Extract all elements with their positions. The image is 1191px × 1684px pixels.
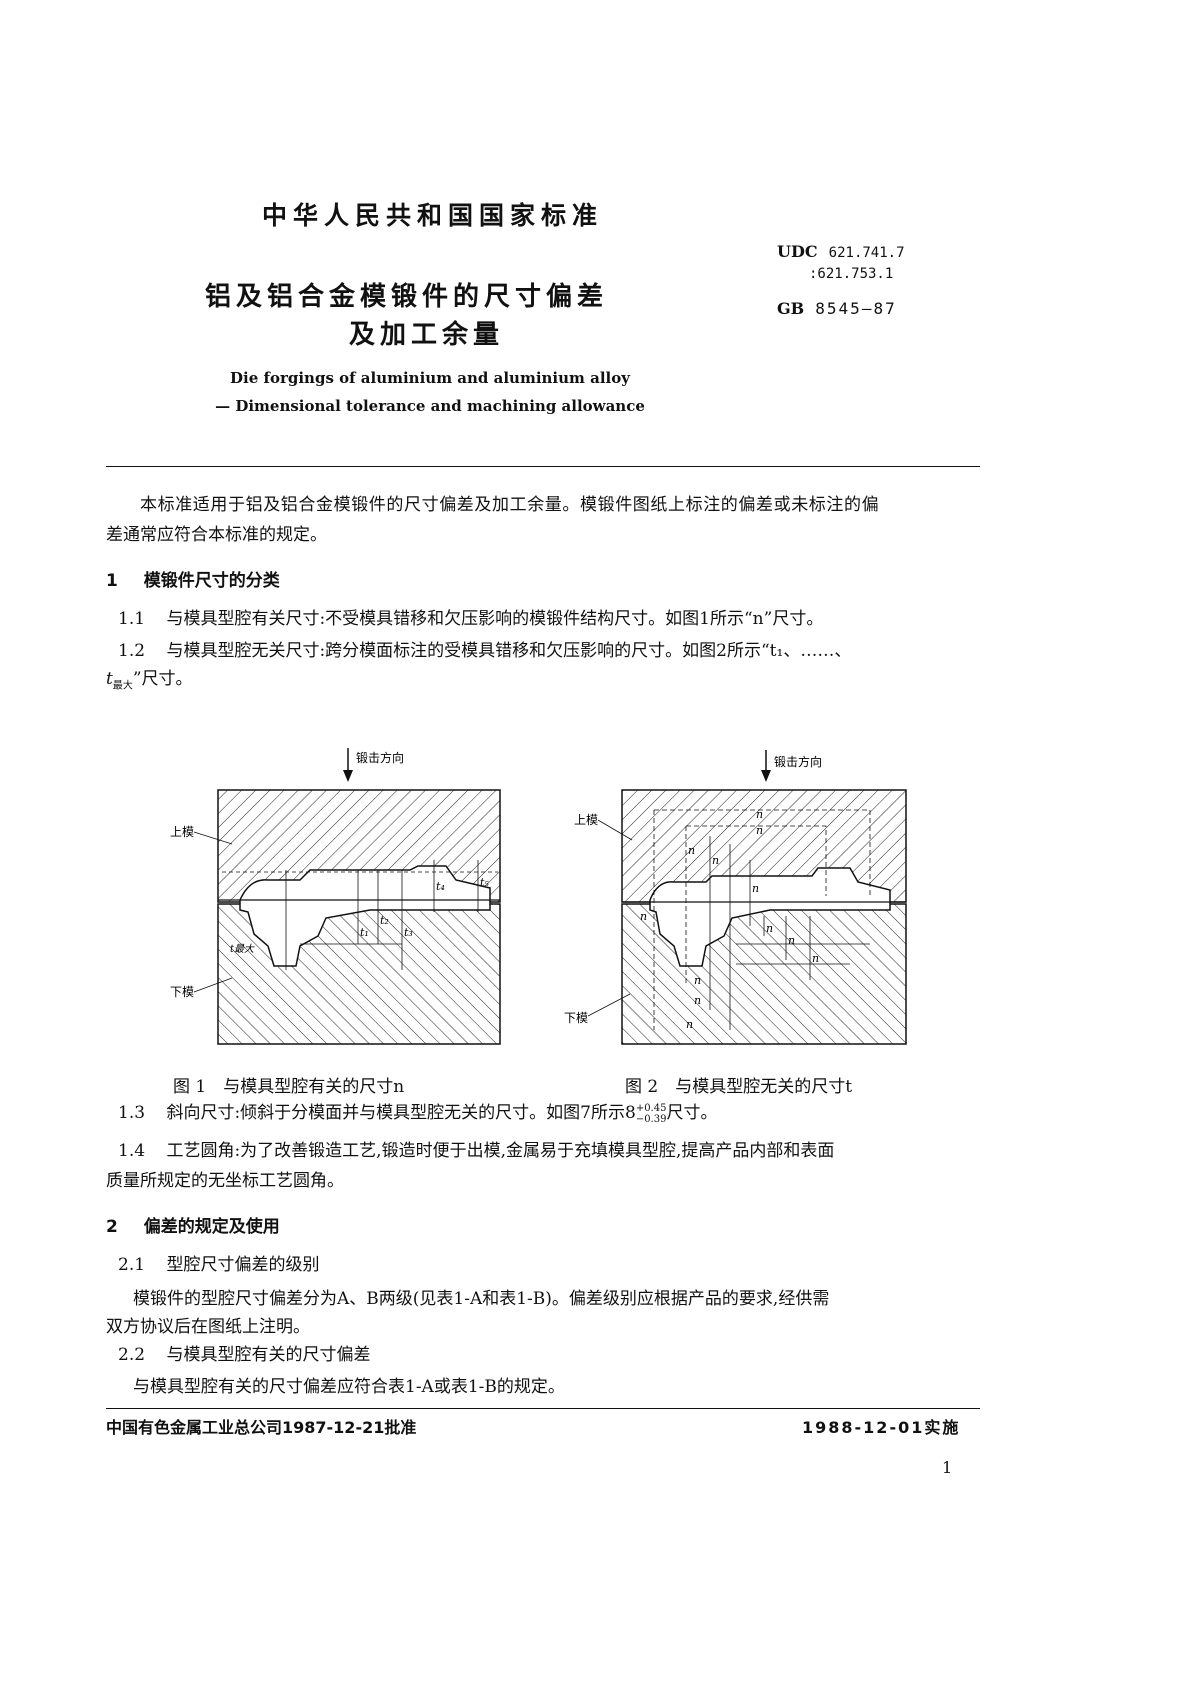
figure-2: 锻击方向 n n n n n n n n n n n n 上模 下模 [564,750,907,1045]
figures-panel: 锻击方向 t₁ t₂ t₃ t₄ t₅ t最大 上模 下模 锻击方向 [170,748,907,1045]
dim-label-t4: t₄ [436,880,445,893]
clause-1-3-tail: 尺寸。 [666,1103,718,1123]
clause-1-1: 1.1 与模具型腔有关尺寸:不受模具错移和欠压影响的模锻件结构尺寸。如图1所示“… [118,604,823,634]
dim-label-t2: t₂ [380,914,389,927]
forging-direction-label: 锻击方向 [774,754,822,769]
implementation-date: 1988-12-01实施 [802,1418,961,1437]
document-title-line2: 及加工余量 [349,320,505,350]
clause-1-3: 1.3 斜向尺寸:倾斜于分模面并与模具型腔无关的尺寸。如图7所示8+0.45−0… [118,1098,717,1128]
approval-line: 中国有色金属工业总公司1987-12-21批准 [106,1418,417,1437]
dim-label-n: n [812,952,819,965]
dim-label-t5: t₅ [480,876,489,889]
tolerance-stack: +0.45−0.39 [636,1103,667,1125]
dim-label-n: n [766,922,773,935]
clause-1-1-number: 1.1 [118,609,146,629]
clause-2-1: 2.1 型腔尺寸偏差的级别 [118,1250,319,1280]
clause-1-4: 1.4 工艺圆角:为了改善锻造工艺,锻造时便于出模,金属易于充填模具型腔,提高产… [118,1136,834,1166]
dim-label-n: n [756,824,763,837]
document-title-line1: 铝及铝合金模锻件的尺寸偏差 [205,282,609,312]
gb-code: 8545—87 [815,299,897,318]
leader-line [193,831,233,845]
leader-line [597,819,633,841]
clause-2-1-line1: 模锻件的型腔尺寸偏差分为A、B两级(见表1-A和表1-B)。偏差级别应根据产品的… [133,1289,830,1309]
dim-label-n: n [688,844,695,857]
clause-2-1-line2: 双方协议后在图纸上注明。 [106,1317,310,1337]
lower-die-label: 下模 [170,985,194,999]
dim-label-tmax: t最大 [230,943,255,955]
clause-2-2: 2.2 与模具型腔有关的尺寸偏差 [118,1340,370,1370]
forging-part [239,865,491,967]
upper-die-label: 上模 [170,825,194,839]
national-standard-heading: 中华人民共和国国家标准 [262,201,604,230]
dimension-line [686,825,827,896]
section2-number: 2 [106,1217,118,1237]
footer-divider [106,1408,980,1409]
figure-1: 锻击方向 t₁ t₂ t₃ t₄ t₅ t最大 上模 下模 [170,748,501,1045]
clause-1-2-continuation: t最大”尺寸。 [106,664,193,701]
dim-label-n: n [694,974,701,987]
forging-arrow-head [343,770,353,782]
section2-title: 偏差的规定及使用 [143,1217,280,1237]
clause-1-2-tail: ”尺寸。 [132,669,193,689]
intro-line2: 差通常应符合本标准的规定。 [106,525,327,545]
intro-line1: 本标准适用于铝及铝合金模锻件的尺寸偏差及加工余量。模锻件图纸上标注的偏差或未标注… [140,495,880,515]
clause-2-1-number: 2.1 [118,1255,146,1275]
clause-1-4-text: 工艺圆角:为了改善锻造工艺,锻造时便于出模,金属易于充填模具型腔,提高产品内部和… [166,1141,835,1161]
clause-1-4-continuation: 质量所规定的无坐标工艺圆角。 [106,1171,344,1191]
forging-direction-label: 锻击方向 [356,750,404,765]
udc-line2: :621.753.1 [809,266,894,282]
clause-1-2: 1.2 与模具型腔无关尺寸:跨分模面标注的受模具错移和欠压影响的尺寸。如图2所示… [118,636,851,666]
dim-label-n: n [756,808,763,821]
t-symbol: t [106,669,113,689]
dim-label-n: n [686,1018,693,1031]
figure-2-caption: 图 2 与模具型腔无关的尺寸t [625,1077,853,1097]
upper-die-label: 上模 [574,813,598,827]
english-title-line1: Die forgings of aluminium and aluminium … [230,369,630,387]
gb-label: GB [777,299,805,318]
gb-number: GB 8545—87 [777,299,897,318]
figure-1-caption: 图 1 与模具型腔有关的尺寸n [173,1077,405,1097]
section1-number: 1 [106,571,118,591]
udc-line1: 621.741.7 [828,245,905,261]
clause-1-2-number: 1.2 [118,641,146,661]
page-number: 1 [942,1458,953,1477]
lower-die-label: 下模 [564,1011,588,1025]
clause-1-4-number: 1.4 [118,1141,146,1161]
tolerance-upper: +0.45 [635,1102,667,1114]
english-title-line2: — Dimensional tolerance and machining al… [215,397,645,415]
clause-1-3-text: 斜向尺寸:倾斜于分模面并与模具型腔无关的尺寸。如图7所示8 [166,1103,636,1123]
section2-heading: 2 偏差的规定及使用 [106,1212,280,1237]
dim-label-n: n [640,910,647,923]
dim-label-t3: t₃ [404,926,413,939]
dim-label-n: n [712,854,719,867]
udc-code: UDC 621.741.7 :621.753.1 [777,242,905,284]
tolerance-lower: −0.39 [635,1113,667,1125]
udc-label: UDC [777,242,818,261]
header-divider [106,466,980,467]
clause-1-1-text: 与模具型腔有关尺寸:不受模具错移和欠压影响的模锻件结构尺寸。如图1所示“n”尺寸… [166,609,824,629]
dim-label-n: n [694,994,701,1007]
forging-arrow-head [761,770,771,782]
clause-2-2-number: 2.2 [118,1345,146,1365]
leader-line [587,993,631,1017]
dim-label-n: n [788,934,795,947]
section1-heading: 1 模锻件尺寸的分类 [106,566,280,591]
clause-1-3-number: 1.3 [118,1103,146,1123]
dim-label-t1: t₁ [360,926,369,939]
dimension-line [654,809,871,896]
clause-2-1-title: 型腔尺寸偏差的级别 [166,1255,320,1275]
t-max-subscript: 最大 [112,680,133,692]
section1-title: 模锻件尺寸的分类 [143,571,280,591]
clause-2-2-title: 与模具型腔有关的尺寸偏差 [166,1345,371,1365]
leader-line [193,977,233,993]
clause-1-2-text: 与模具型腔无关尺寸:跨分模面标注的受模具错移和欠压影响的尺寸。如图2所示“t₁、… [166,641,852,661]
clause-2-2-line1: 与模具型腔有关的尺寸偏差应符合表1-A或表1-B的规定。 [133,1377,565,1397]
dim-label-n: n [752,882,759,895]
